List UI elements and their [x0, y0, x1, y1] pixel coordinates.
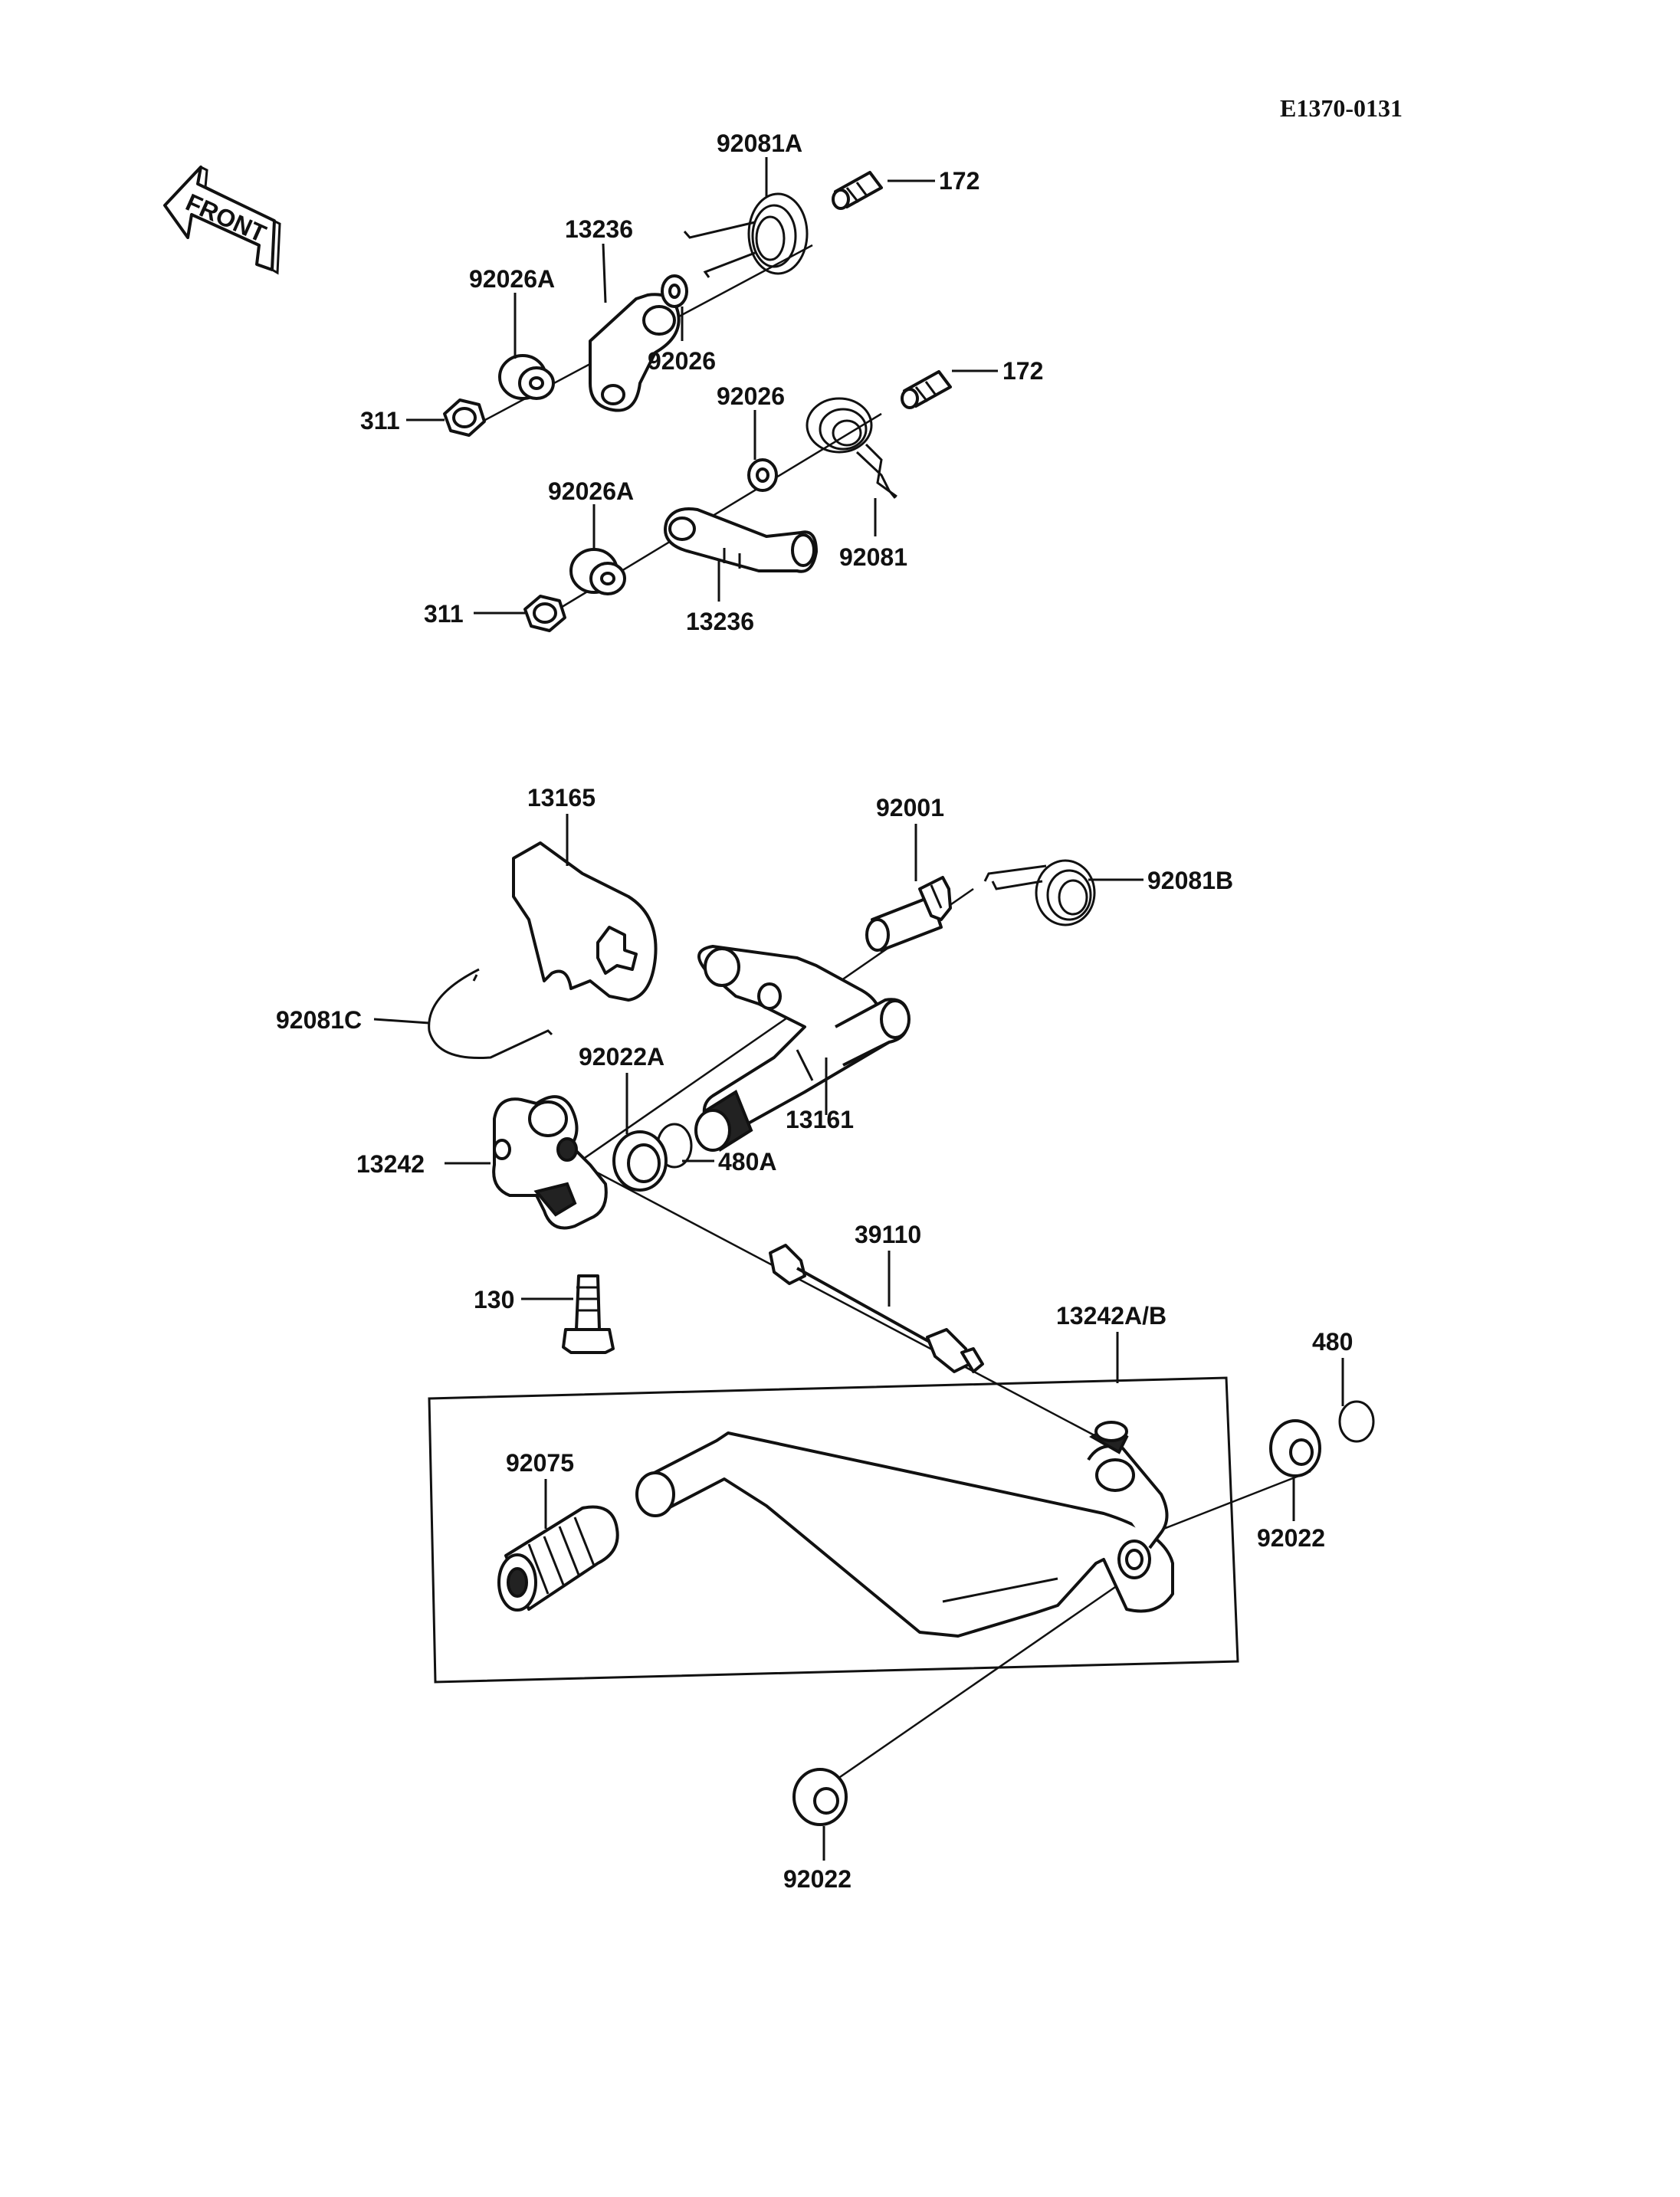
label-480A: 480A — [718, 1148, 777, 1176]
washer-pedal-right — [1269, 1419, 1321, 1477]
shift-pedal — [635, 1421, 1174, 1638]
label-92075: 92075 — [506, 1449, 574, 1477]
shift-lever-plate-second — [664, 507, 818, 573]
shift-shaft — [694, 945, 911, 1152]
shift-lever-plate-upper — [589, 293, 681, 412]
pin-second — [901, 370, 952, 409]
washer-pedal-bottom — [792, 1768, 848, 1826]
label-92026-second: 92026 — [717, 382, 785, 410]
washer-shaft — [612, 1130, 668, 1192]
washer-second-large — [569, 548, 626, 595]
label-172-upper: 172 — [939, 167, 979, 195]
label-13161: 13161 — [786, 1106, 854, 1133]
reference-code: E1370-0131 — [1280, 94, 1403, 122]
shift-drum-plate — [512, 841, 658, 1002]
circlip-pedal — [1338, 1400, 1375, 1443]
label-92022A: 92022A — [579, 1043, 664, 1071]
leader-lines — [373, 157, 1344, 1861]
label-480: 480 — [1312, 1328, 1353, 1356]
torsion-spring-upper — [683, 192, 809, 278]
label-39110: 39110 — [855, 1221, 921, 1248]
label-13236-upper: 13236 — [565, 215, 633, 243]
label-172-second: 172 — [1002, 357, 1043, 385]
nut-upper — [443, 398, 486, 437]
label-92081C: 92081C — [276, 1006, 362, 1034]
label-311-upper: 311 — [360, 407, 400, 434]
torsion-spring-shaft — [983, 859, 1096, 926]
tie-rod — [769, 1244, 984, 1373]
label-92026A-upper: 92026A — [469, 265, 555, 293]
label-92081B: 92081B — [1147, 867, 1233, 894]
label-311-second: 311 — [424, 600, 464, 628]
shift-arm — [492, 1095, 608, 1230]
clamp-bolt — [562, 1274, 615, 1354]
label-13242: 13242 — [356, 1150, 425, 1178]
nut-second — [523, 595, 566, 632]
label-92022-right: 92022 — [1257, 1524, 1325, 1552]
label-92081A: 92081A — [717, 130, 802, 157]
shift-stud — [865, 876, 952, 952]
label-92026A-second: 92026A — [548, 477, 634, 505]
spring-clip — [428, 968, 553, 1060]
label-130: 130 — [474, 1286, 514, 1313]
front-arrow-icon: FRONT — [163, 166, 281, 275]
label-92026-upper: 92026 — [648, 347, 716, 375]
torsion-spring-second — [806, 397, 897, 499]
pin-upper — [832, 171, 883, 210]
pedal-assembly-frame — [428, 1376, 1239, 1684]
label-13236-second: 13236 — [686, 608, 754, 635]
label-13242AB: 13242A/B — [1056, 1302, 1166, 1330]
pedal-rubber — [497, 1505, 619, 1612]
label-92022-bottom: 92022 — [783, 1865, 851, 1893]
washer-upper-large — [498, 354, 555, 400]
label-92001: 92001 — [876, 794, 944, 821]
label-92081: 92081 — [839, 543, 907, 571]
label-13165: 13165 — [527, 784, 596, 812]
